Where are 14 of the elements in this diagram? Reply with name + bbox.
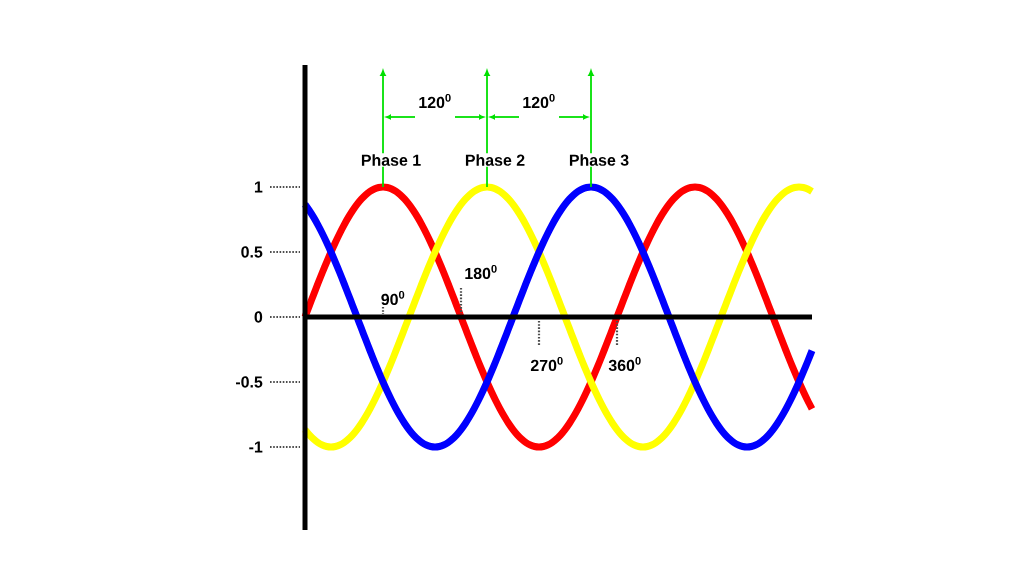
tick-label: -0.5	[235, 376, 263, 388]
phase-label: Phase 2	[463, 153, 527, 167]
tick-label: 1	[254, 181, 263, 193]
angle-label: 120$^{0}$	[419, 93, 451, 109]
angle-label: 120$^{0}$	[523, 93, 555, 109]
tick-label: 180$^{0}$	[465, 264, 497, 280]
phase-label: Phase 1	[359, 153, 423, 167]
tick-label: 360$^{0}$	[608, 356, 641, 372]
tick-label: 270$^{0}$	[530, 356, 563, 372]
tick-label: -1	[249, 441, 263, 453]
tick-label: 90$^{0}$	[381, 290, 405, 306]
phase-label: Phase 3	[567, 153, 631, 167]
tick-label: 0	[254, 311, 263, 323]
tick-label: 0.5	[241, 246, 263, 258]
